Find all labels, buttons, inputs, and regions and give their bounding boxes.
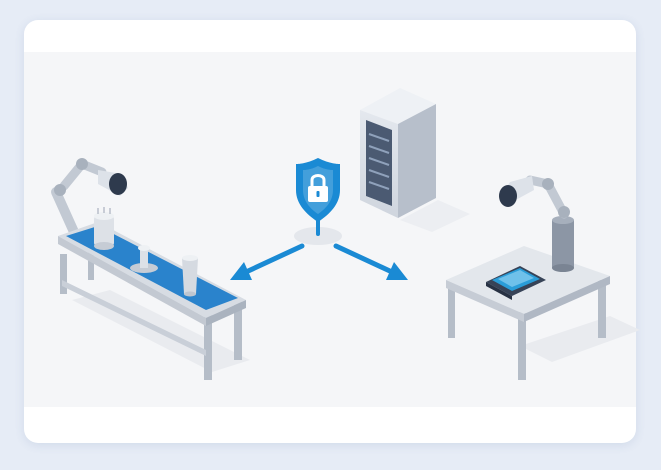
arrow-right-icon: [333, 243, 408, 280]
padlock-icon: [308, 174, 328, 202]
left-robot-arm: [51, 158, 128, 237]
circuit-board-device: [486, 266, 546, 300]
right-robot-arm: [499, 175, 574, 272]
shield-lock-icon: [294, 158, 342, 245]
robot-arm-conveyor-icon: [51, 158, 250, 380]
robot-arm-table-icon: [446, 175, 640, 380]
conveyor-items: [94, 207, 198, 297]
arrow-left-icon: [230, 243, 305, 280]
server-rack-icon: [360, 88, 470, 232]
